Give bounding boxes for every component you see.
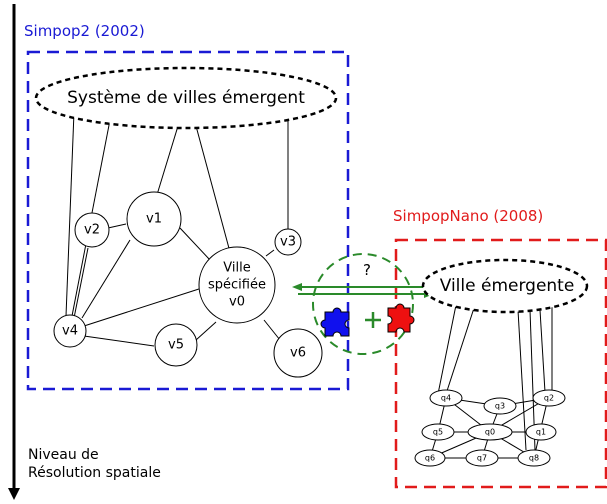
node-v5 xyxy=(154,323,198,367)
emergent-city-ellipse xyxy=(421,258,589,314)
node-q6 xyxy=(414,449,446,467)
resolution-axis-arrowhead xyxy=(8,488,20,500)
node-q1-label: q1 xyxy=(535,427,547,437)
node-q7 xyxy=(465,449,499,467)
emergent-system-label: Système de villes émergent xyxy=(67,88,305,108)
edge-system-v1 xyxy=(155,125,179,199)
node-q3-label: q3 xyxy=(494,401,506,411)
edge-ville-q2 xyxy=(539,309,546,393)
edge-v1-v0 xyxy=(179,227,211,261)
edge-v1-v4 xyxy=(81,239,131,319)
edge-ville-q4b xyxy=(445,307,475,395)
node-v1-label: v1 xyxy=(146,211,162,227)
emergent-city-label: Ville émergente xyxy=(439,276,575,296)
node-v3 xyxy=(274,228,302,256)
specified-city-label-line2: spécifiée xyxy=(208,277,266,293)
edge-v0-v6 xyxy=(263,319,281,341)
node-v6-label: v6 xyxy=(290,345,306,361)
edge-v5-v0 xyxy=(195,321,217,341)
node-q5-label: q5 xyxy=(432,427,444,437)
node-v0-specified-city xyxy=(198,246,276,324)
node-q0 xyxy=(467,423,513,441)
simpopnano-title: SimpopNano (2008) xyxy=(393,207,544,225)
node-v3-label: v3 xyxy=(280,234,296,250)
coupling-circle xyxy=(312,253,414,355)
node-q0-label: q0 xyxy=(484,427,496,437)
edge-v4-v5 xyxy=(83,335,155,347)
node-q4 xyxy=(429,389,463,407)
node-q6-label: q6 xyxy=(424,453,436,463)
node-q2-label: q2 xyxy=(543,393,555,403)
edge-v2-v4 xyxy=(73,247,89,319)
edge-system-v0 xyxy=(195,125,231,253)
node-v5-label: v5 xyxy=(168,337,184,353)
edge-ville-q8 xyxy=(517,309,527,451)
node-q3 xyxy=(483,397,517,415)
node-q1 xyxy=(525,423,557,441)
specified-city-label-line3: v0 xyxy=(229,294,245,310)
resolution-axis-label-line1: Niveau de xyxy=(28,447,99,463)
node-q5 xyxy=(421,423,455,441)
node-v2 xyxy=(74,212,110,248)
simpopnano-frame xyxy=(394,238,607,489)
edge-v4-v0 xyxy=(83,287,203,327)
plus-sign xyxy=(365,312,381,328)
simpop2-frame xyxy=(26,50,350,391)
resolution-axis-label-line2: Résolution spatiale xyxy=(28,465,161,481)
emergent-system-ellipse xyxy=(34,66,338,130)
coupling-question-mark: ? xyxy=(363,261,371,279)
specified-city-label-line1: Ville xyxy=(223,260,251,276)
edge-system-v4 xyxy=(65,111,75,317)
red-puzzle-icon xyxy=(387,303,415,333)
edge-v3-v0 xyxy=(265,249,275,257)
node-v2-label: v2 xyxy=(84,222,100,238)
node-q4-label: q4 xyxy=(440,393,452,403)
node-v6 xyxy=(273,328,323,378)
node-q8 xyxy=(517,449,551,467)
node-v4-label: v4 xyxy=(62,323,78,339)
edge-ville-q4 xyxy=(437,304,457,395)
blue-puzzle-icon xyxy=(320,307,350,337)
node-q7-label: q7 xyxy=(476,453,488,463)
node-q2 xyxy=(532,389,566,407)
coupling-arrowhead-left xyxy=(292,283,302,291)
simpop2-title: Simpop2 (2002) xyxy=(24,22,145,40)
resolution-axis-label: Niveau de Résolution spatiale xyxy=(28,446,161,482)
node-v1 xyxy=(126,191,182,247)
edge-v1-v2 xyxy=(107,223,127,229)
simpop2-edges xyxy=(65,111,289,347)
node-q8-label: q8 xyxy=(528,453,540,463)
node-v4 xyxy=(53,314,87,348)
